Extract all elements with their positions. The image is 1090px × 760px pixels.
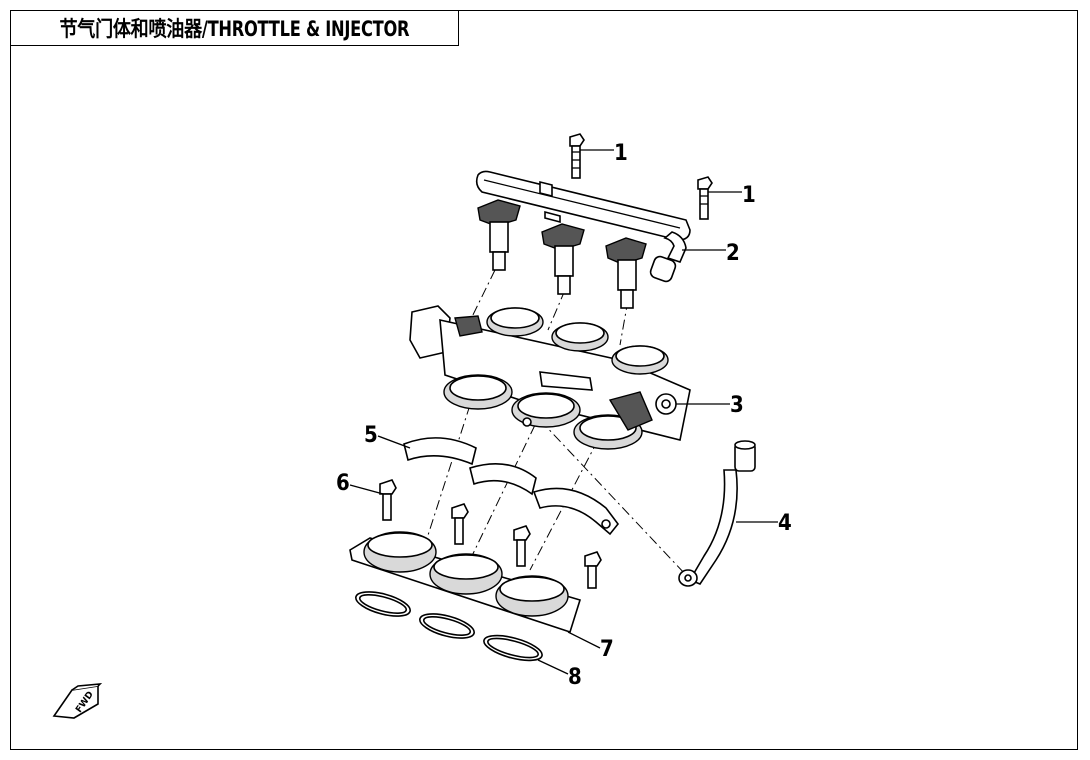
callout-1b: 1 — [742, 183, 756, 208]
fuel-rail — [475, 170, 691, 241]
callout-2: 2 — [726, 241, 740, 266]
rail-bolt-right — [697, 176, 713, 220]
callout-6: 6 — [336, 471, 350, 496]
clamp-band-set — [403, 437, 620, 536]
fuel-injector-3 — [605, 237, 647, 309]
callout-3: 3 — [730, 393, 744, 418]
intake-manifold — [349, 531, 582, 634]
alignment-lines — [419, 269, 687, 576]
manifold-bolts — [379, 479, 602, 589]
callout-labels: 1 1 2 3 4 5 6 7 8 — [336, 141, 792, 690]
drawing-frame — [10, 10, 1078, 750]
leader-lines — [349, 149, 778, 675]
o-rings — [355, 591, 543, 662]
callout-5: 5 — [364, 423, 378, 448]
vacuum-hose — [678, 440, 756, 587]
callout-1a: 1 — [614, 141, 628, 166]
page-title: 节气门体和喷油器/THROTTLE & INJECTOR — [59, 17, 410, 41]
callout-4: 4 — [778, 511, 792, 536]
forward-arrow-icon: FWD — [52, 683, 103, 719]
fuel-injector-1 — [477, 199, 521, 271]
rail-bolt-left — [569, 133, 585, 179]
callout-7: 7 — [600, 637, 614, 662]
fuel-injector-2 — [541, 223, 585, 295]
title-box: 节气门体和喷油器/THROTTLE & INJECTOR — [10, 10, 459, 46]
throttle-body-assembly — [409, 305, 691, 450]
fuel-outlet-fitting — [649, 231, 687, 283]
callout-8: 8 — [568, 665, 582, 690]
